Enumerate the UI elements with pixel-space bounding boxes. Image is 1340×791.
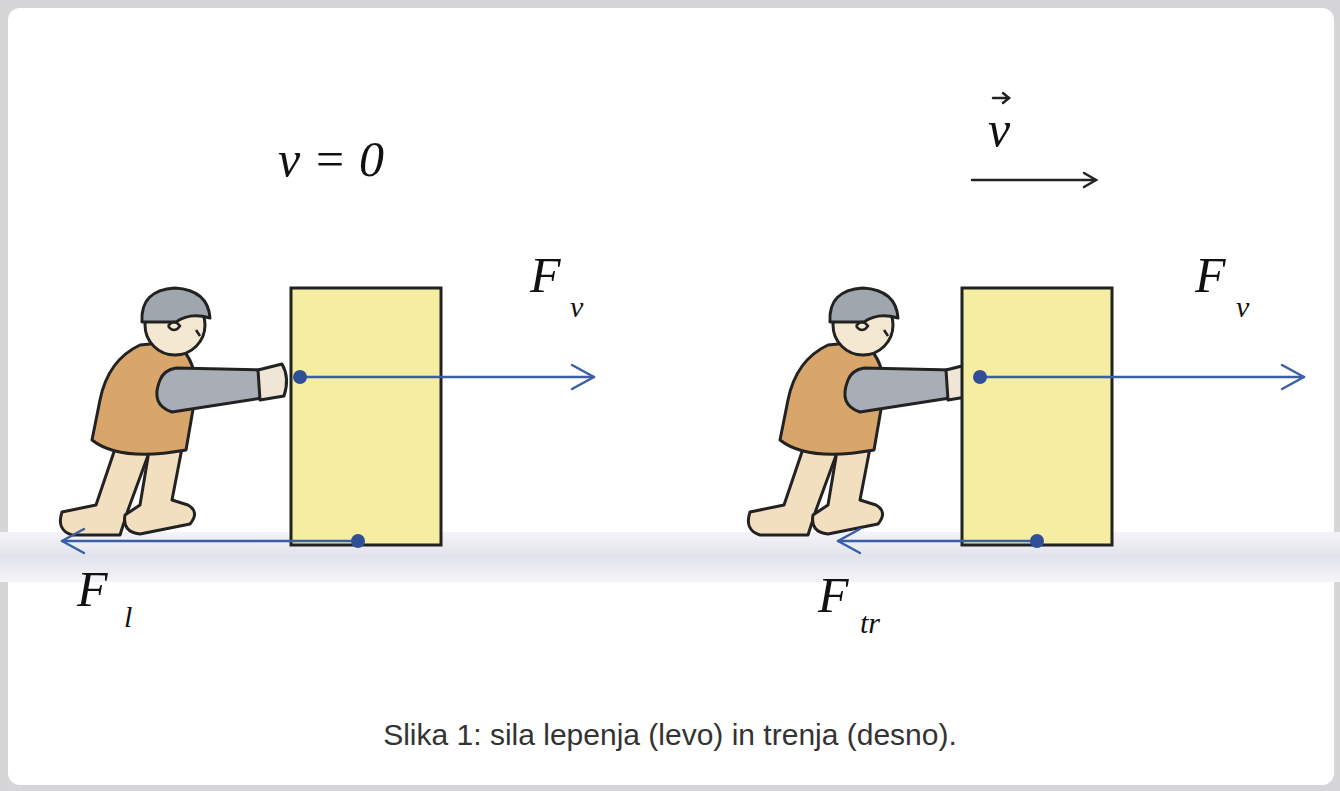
block <box>291 288 441 545</box>
figure-caption: Slika 1: sila lepenja (levo) in trenja (… <box>0 718 1340 751</box>
force-subscript: v <box>570 290 583 323</box>
force-subscript: tr <box>860 606 880 639</box>
arrow-head <box>838 529 860 553</box>
arrow-head <box>62 529 84 553</box>
force-arrow <box>838 540 1037 543</box>
panel <box>8 8 1334 785</box>
force-symbol: F <box>1195 248 1226 303</box>
force-arrow <box>62 540 358 543</box>
arrow-head <box>1084 173 1096 187</box>
velocity-arrow <box>972 179 1096 182</box>
force-symbol: F <box>818 568 849 623</box>
arrow-head <box>1282 365 1304 389</box>
person-figure <box>60 288 286 535</box>
application-point <box>973 370 987 384</box>
force-arrow <box>980 376 1304 379</box>
force-arrow <box>300 376 594 379</box>
velocity-label: v = 0 <box>278 132 384 187</box>
application-point <box>351 534 365 548</box>
force-symbol: F <box>77 562 108 617</box>
application-point <box>1030 534 1044 548</box>
velocity-label: v <box>988 102 1010 157</box>
force-symbol: F <box>530 248 561 303</box>
ground <box>0 532 1340 582</box>
force-subscript: l <box>124 600 132 633</box>
force-subscript: v <box>1236 290 1249 323</box>
block <box>962 288 1112 545</box>
arrow-head <box>572 365 594 389</box>
application-point <box>293 370 307 384</box>
